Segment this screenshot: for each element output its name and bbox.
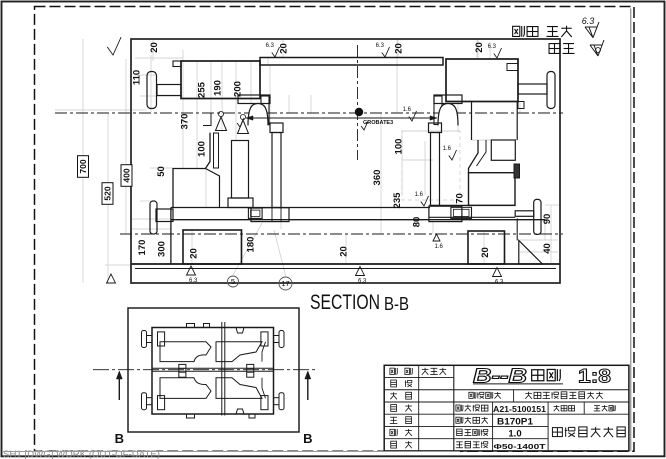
svg-text:1.6: 1.6 [415, 192, 424, 198]
svg-text:700: 700 [78, 159, 88, 173]
svg-text:B--B: B--B [473, 366, 527, 388]
svg-text:90: 90 [542, 214, 553, 225]
svg-text:20: 20 [338, 246, 349, 257]
svg-text:Φ50-1400T: Φ50-1400T [494, 444, 547, 451]
svg-text:40: 40 [542, 243, 553, 254]
svg-text:1.0: 1.0 [508, 429, 521, 440]
svg-text:20: 20 [393, 43, 404, 54]
svg-text:20: 20 [480, 247, 491, 258]
svg-text:20: 20 [149, 42, 160, 53]
svg-text:6.3: 6.3 [488, 44, 497, 50]
svg-text:B170P1: B170P1 [497, 416, 534, 427]
svg-text:B-B: B-B [384, 294, 409, 314]
svg-text:360: 360 [372, 170, 383, 186]
svg-text:20: 20 [474, 42, 485, 53]
svg-text:190: 190 [212, 80, 223, 96]
svg-text:6.3: 6.3 [266, 43, 275, 49]
svg-text:180: 180 [245, 237, 256, 253]
svg-text:200: 200 [232, 81, 243, 97]
svg-text:B: B [303, 431, 312, 446]
svg-text:1:8: 1:8 [578, 367, 611, 388]
svg-text:5: 5 [231, 277, 235, 286]
svg-text:6.3: 6.3 [376, 43, 385, 49]
svg-text:B: B [115, 431, 124, 446]
svg-text:1.6: 1.6 [443, 146, 452, 152]
svg-text:6.3: 6.3 [495, 280, 504, 286]
svg-text:SH1 [DWG] WORK (OUT-OF-DATE): SH1 [DWG] WORK (OUT-OF-DATE) [3, 449, 160, 459]
svg-text:370: 370 [179, 114, 190, 130]
svg-text:A21-5100151: A21-5100151 [493, 405, 547, 414]
svg-text:SECTION: SECTION [310, 291, 380, 314]
svg-text:17: 17 [281, 279, 289, 288]
svg-text:300: 300 [156, 241, 167, 257]
svg-text:GROBATE3: GROBATE3 [363, 120, 393, 126]
svg-text:100: 100 [393, 139, 404, 155]
svg-text:110: 110 [131, 70, 142, 85]
svg-text:100: 100 [196, 141, 207, 157]
svg-text:50: 50 [156, 166, 167, 177]
svg-text:80: 80 [411, 217, 422, 228]
svg-text:20: 20 [278, 43, 289, 54]
svg-text:6.3: 6.3 [358, 279, 367, 285]
svg-text:70: 70 [454, 193, 465, 204]
svg-text:170: 170 [137, 240, 148, 256]
svg-text:235: 235 [392, 192, 403, 209]
svg-text:255: 255 [196, 81, 207, 98]
svg-text:6.3: 6.3 [189, 278, 198, 284]
svg-text:1.6: 1.6 [435, 244, 444, 250]
svg-text:520: 520 [103, 186, 113, 200]
svg-text:20: 20 [188, 248, 199, 259]
svg-text:1.6: 1.6 [403, 107, 412, 113]
svg-text:6.3: 6.3 [582, 16, 595, 26]
svg-text:400: 400 [122, 168, 132, 182]
